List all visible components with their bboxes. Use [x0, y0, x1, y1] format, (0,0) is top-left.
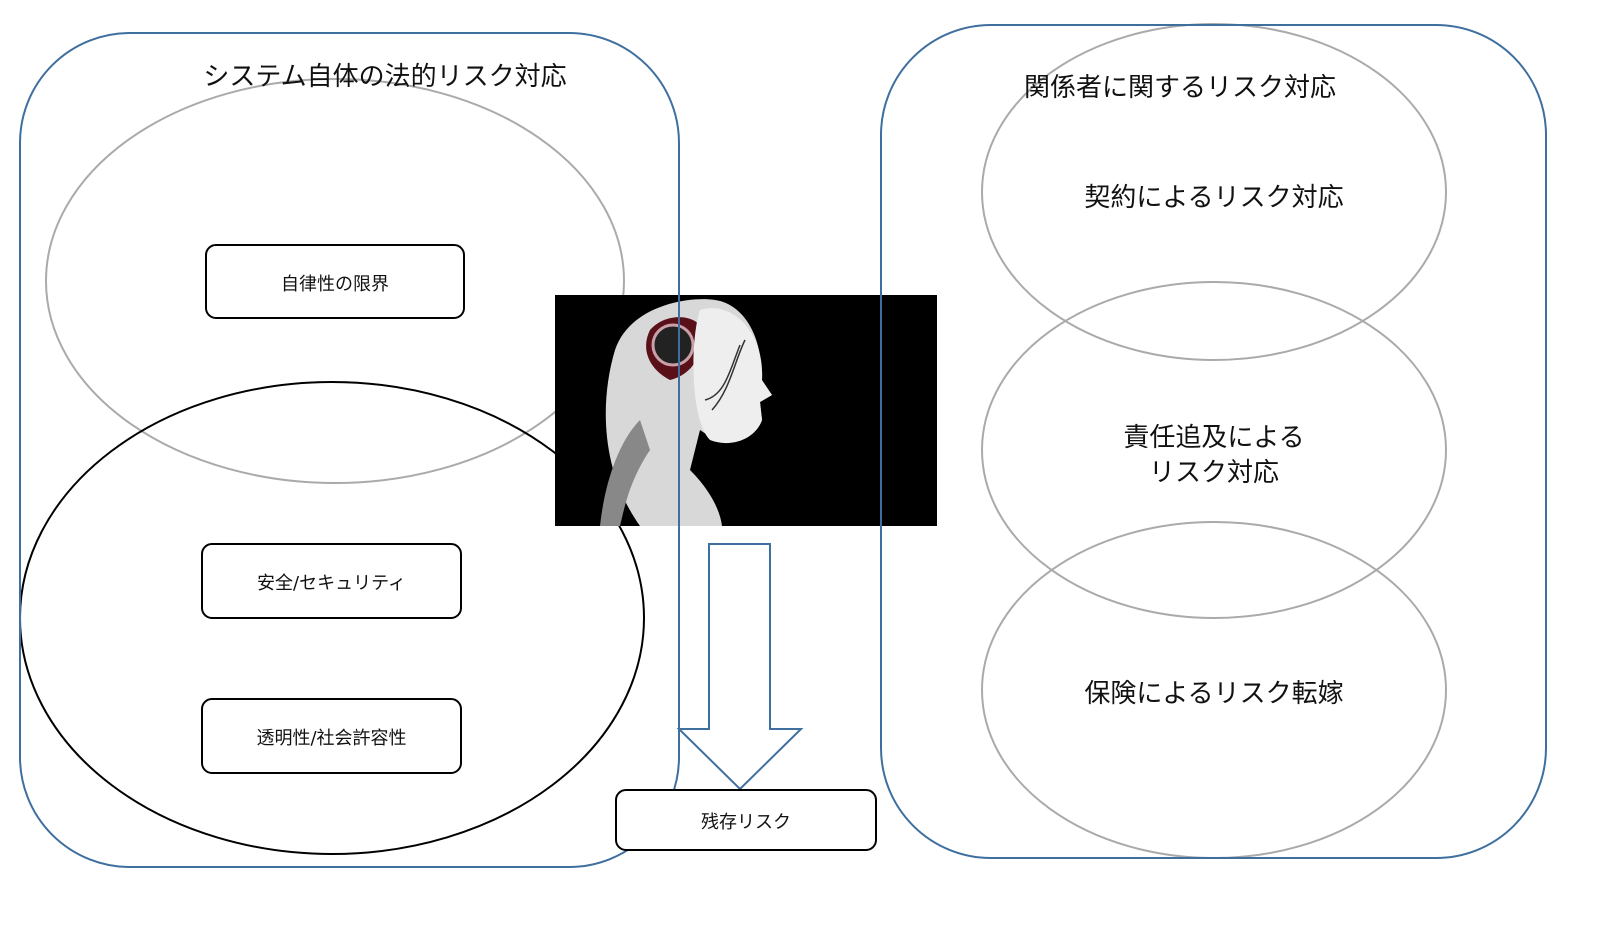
residual-risk-label: 残存リスク [701, 812, 791, 833]
liability-ellipse [981, 281, 1447, 619]
transparency-box [201, 698, 462, 774]
transparency-label: 透明性/社会許容性 [256, 728, 407, 749]
liability-label-line2: リスク対応 [1148, 458, 1279, 488]
residual-risk-box [615, 789, 877, 851]
left-group-title: システム自体の法的リスク対応 [203, 62, 567, 92]
liability-label-line1: 責任追及による [1123, 423, 1305, 453]
down-arrow [676, 543, 804, 791]
safety-box [201, 543, 462, 619]
right-group-title: 関係者に関するリスク対応 [1023, 73, 1336, 103]
autonomy-ellipse [45, 78, 625, 484]
safety-label: 安全/セキュリティ [257, 573, 406, 594]
left-group-container [19, 32, 680, 868]
right-group-container [880, 24, 1547, 859]
autonomy-label: 自律性の限界 [281, 274, 389, 295]
contract-label: 契約によるリスク対応 [1084, 183, 1344, 213]
insurance-label: 保険によるリスク転嫁 [1084, 679, 1344, 709]
robot-image [555, 295, 937, 526]
autonomy-box [205, 244, 465, 319]
